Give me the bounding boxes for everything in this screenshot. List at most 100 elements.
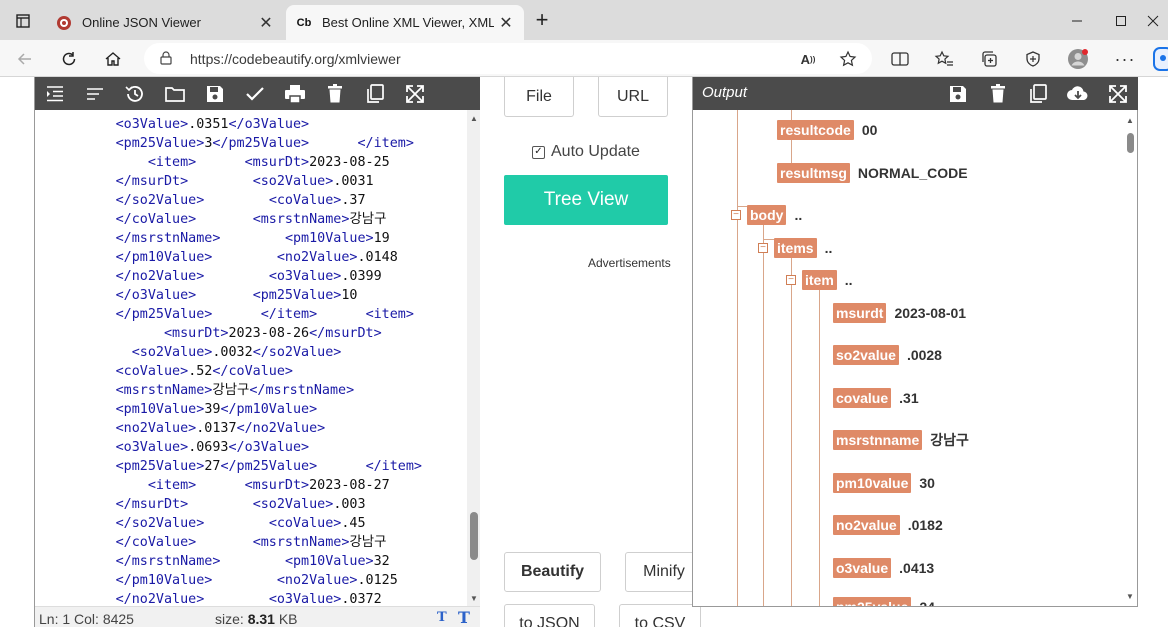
tab-actions-icon[interactable] [8, 6, 38, 36]
tree-node-msurdt[interactable]: msurdt 2023-08-01 [833, 302, 966, 324]
code-line: <msurDt>2023-08-26</msurDt> [35, 324, 422, 343]
browser-essentials-icon[interactable] [1018, 44, 1048, 74]
xml-tag: <msurDt> [244, 155, 310, 170]
url-button[interactable]: URL [598, 77, 668, 117]
copy-icon[interactable] [355, 77, 395, 110]
copilot-icon[interactable] [1148, 44, 1168, 74]
xml-text: .0351 [188, 117, 229, 132]
xml-text [212, 307, 260, 322]
auto-update-option[interactable]: ✓ Auto Update [532, 143, 640, 161]
auto-update-checkbox[interactable]: ✓ [532, 145, 545, 159]
more-options-icon[interactable]: ··· [1114, 48, 1136, 69]
print-icon[interactable] [275, 77, 315, 110]
xml-tag: <pm10Value> [115, 402, 205, 417]
to-json-button[interactable]: to JSON [504, 604, 595, 627]
xml-tag: </coValue> [115, 212, 197, 227]
xml-tag: <msrstnName> [252, 535, 350, 550]
collections-icon[interactable] [974, 44, 1004, 74]
wrap-lines-icon[interactable] [75, 77, 115, 110]
file-size: size: 8.31 KB [215, 611, 298, 627]
xml-tag: </msrstnName> [115, 231, 221, 246]
code-text-area[interactable]: <o3Value>.0351</o3Value> <pm25Value>3</p… [35, 110, 481, 606]
tree-node-covalue[interactable]: covalue .31 [833, 387, 919, 409]
scroll-down-icon[interactable]: ▼ [1126, 591, 1134, 601]
code-line: </pm25Value> </item> <item> [35, 305, 422, 324]
tree-node-resultcode[interactable]: resultcode 00 [777, 119, 877, 141]
xml-tag: </so2Value> [115, 516, 205, 531]
refresh-icon[interactable] [54, 44, 84, 74]
favorites-icon[interactable] [929, 44, 959, 74]
code-line: </pm10Value> <no2Value>.0125 [35, 571, 422, 590]
xml-text [196, 535, 252, 550]
delete-trash-icon[interactable] [315, 77, 355, 110]
favorite-star-icon[interactable] [837, 48, 859, 70]
collapse-toggle-icon[interactable]: − [758, 243, 768, 253]
font-increase-icon[interactable]: T [458, 608, 470, 627]
beautify-button[interactable]: Beautify [504, 552, 601, 592]
xml-text: .0372 [341, 592, 382, 606]
size-unit: KB [278, 611, 298, 627]
font-decrease-icon[interactable]: T [437, 610, 447, 625]
close-tab-icon[interactable]: ✕ [499, 14, 513, 32]
tree-node-resultmsg[interactable]: resultmsg NORMAL_CODE [777, 162, 968, 184]
back-icon[interactable] [10, 44, 40, 74]
editor-scrollbar[interactable]: ▲ ▼ [467, 110, 481, 606]
home-icon[interactable] [98, 44, 128, 74]
tree-node-no2value[interactable]: no2value .0182 [833, 514, 943, 536]
collapse-toggle-icon[interactable]: − [731, 210, 741, 220]
tree-node-so2value[interactable]: so2value .0028 [833, 344, 942, 366]
save-icon[interactable] [195, 77, 235, 110]
tree-node-o3value[interactable]: o3value .0413 [833, 557, 934, 579]
collapse-toggle-icon[interactable]: − [786, 275, 796, 285]
close-window-icon[interactable] [1138, 6, 1168, 36]
minify-button[interactable]: Minify [625, 552, 703, 592]
indent-icon[interactable] [35, 77, 75, 110]
open-folder-icon[interactable] [155, 77, 195, 110]
fullscreen-output-icon[interactable] [1098, 77, 1138, 110]
close-tab-icon[interactable]: ✕ [259, 14, 273, 32]
profile-avatar[interactable] [1063, 44, 1093, 74]
xml-text: .003 [333, 497, 366, 512]
fullscreen-icon[interactable] [395, 77, 435, 110]
scroll-up-icon[interactable]: ▲ [1126, 115, 1134, 125]
minimize-icon[interactable] [1062, 6, 1092, 36]
new-tab-icon[interactable]: + [535, 7, 549, 32]
scroll-up-icon[interactable]: ▲ [470, 113, 478, 123]
file-button[interactable]: File [504, 77, 574, 117]
tree-node-msrstnname[interactable]: msrstnname 강남구 [833, 429, 969, 451]
tree-node-items[interactable]: − items .. [758, 237, 832, 259]
xml-tag: <item> [147, 155, 197, 170]
url-field[interactable]: https://codebeautify.org/xmlviewer A)) [144, 43, 872, 74]
clear-output-trash-icon[interactable] [978, 77, 1018, 110]
tab-online-json-viewer[interactable]: Online JSON Viewer ✕ [46, 5, 284, 40]
scrollbar-thumb[interactable] [1127, 133, 1134, 153]
history-icon[interactable] [115, 77, 155, 110]
tree-node-body[interactable]: − body .. [731, 204, 802, 226]
xml-tag: <msurDt> [164, 326, 229, 341]
tree-node-pm10value[interactable]: pm10value 30 [833, 472, 935, 494]
scrollbar-thumb[interactable] [470, 512, 478, 560]
node-key: pm25value [833, 597, 912, 606]
json-viewer-favicon-icon [56, 15, 72, 31]
output-scrollbar[interactable]: ▲ ▼ [1123, 110, 1137, 606]
download-cloud-icon[interactable] [1058, 77, 1098, 110]
read-aloud-icon[interactable]: A)) [800, 51, 816, 67]
xml-text: 강남구 [212, 383, 250, 398]
tree-view-button[interactable]: Tree View [504, 175, 668, 225]
split-screen-icon[interactable] [885, 44, 915, 74]
save-output-icon[interactable] [938, 77, 978, 110]
lock-icon[interactable] [160, 51, 172, 70]
copy-output-icon[interactable] [1018, 77, 1058, 110]
xml-text [196, 288, 252, 303]
xml-tag: <pm25Value> [115, 136, 205, 151]
tab-xml-viewer[interactable]: Cb Best Online XML Viewer, XML Formatter… [286, 5, 524, 40]
to-csv-button[interactable]: to CSV [619, 604, 701, 627]
validate-check-icon[interactable] [235, 77, 275, 110]
xml-tag: </pm10Value> [115, 250, 213, 265]
controls-column: File URL ✓ Auto Update Tree View Adverti… [480, 77, 703, 627]
tree-node-pm25value[interactable]: pm25value 24 [833, 596, 935, 606]
maximize-icon[interactable] [1106, 6, 1136, 36]
tree-node-item[interactable]: − item .. [786, 269, 853, 291]
xml-text: 강남구 [349, 535, 387, 550]
scroll-down-icon[interactable]: ▼ [470, 593, 478, 603]
